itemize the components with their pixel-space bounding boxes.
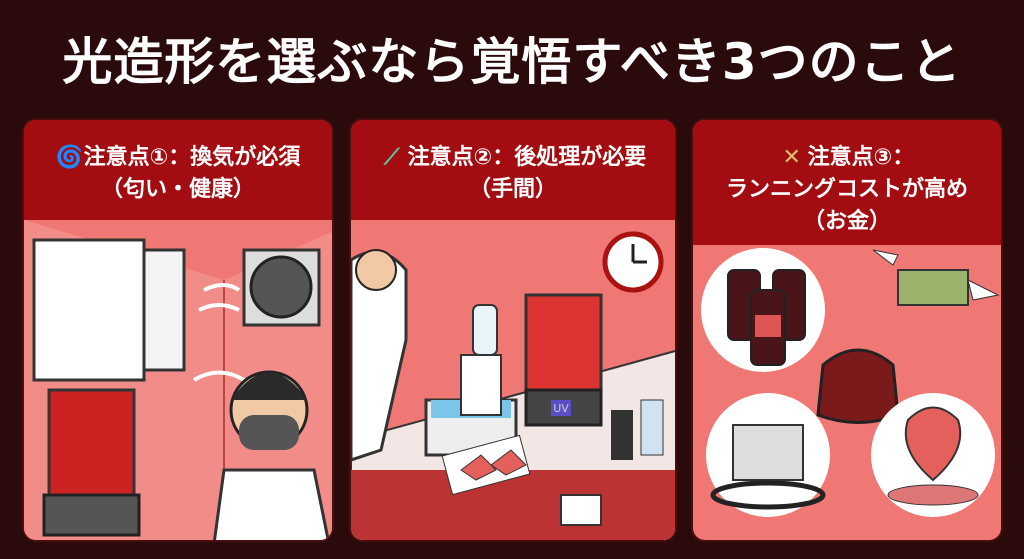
panel-post-processing: ⟋ 注意点②：後処理が必要 （手間） UV [349, 118, 677, 542]
cyclone-icon: 🌀 [55, 145, 84, 170]
panel-subheading: （手間） [468, 177, 557, 202]
panel-heading: 注意点①：換気が必須 [83, 145, 301, 170]
coin-purse-icon [816, 348, 900, 424]
panel-subheading: ランニングコストが高め [725, 177, 968, 202]
flying-money-icon [872, 249, 1000, 306]
fep-film-icon [732, 424, 804, 481]
resin-printer [47, 388, 136, 502]
broken-print-icon [904, 406, 962, 482]
uv-label: UV [553, 402, 569, 415]
panel-ventilation: 🌀注意点①：換気が必須 （匂い・健康） [22, 118, 334, 542]
panel-running-cost: ✕注意点③： ランニングコストが高め （お金） [691, 118, 1003, 542]
window [32, 238, 146, 382]
money-wings-icon: ✕ [782, 145, 801, 170]
ventilation-illustration [24, 220, 332, 540]
test-tube-icon: ⟋ [383, 145, 400, 170]
paper-towel [560, 494, 602, 526]
panel-heading: 注意点③： [807, 145, 915, 170]
resin-printer [524, 293, 603, 397]
running-cost-illustration [693, 245, 1001, 540]
page-title: 光造形を選ぶなら覚悟すべき3つのこと [62, 33, 962, 91]
alcohol-bottle [472, 304, 498, 356]
panel-heading: 注意点②：後処理が必要 [407, 145, 647, 170]
gloves-icon [460, 449, 527, 481]
panel-subheading: （匂い・健康） [100, 177, 255, 202]
panel-subheading-2: （お金） [802, 209, 891, 234]
post-processing-illustration: UV [351, 220, 675, 540]
